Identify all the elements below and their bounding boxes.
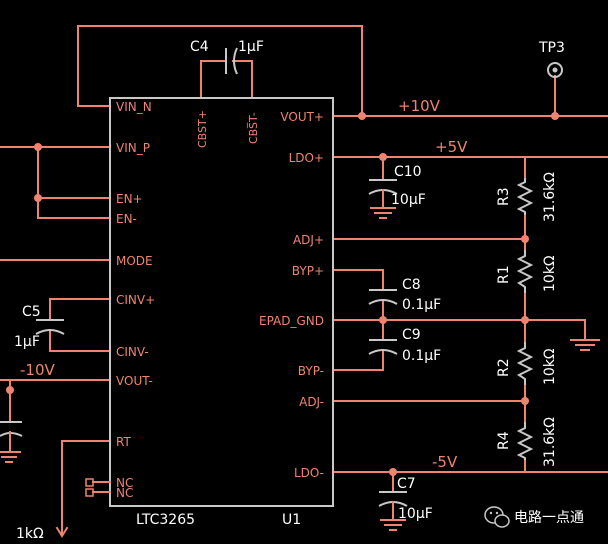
nc-markers [85, 478, 111, 497]
resistor-r3-symbol [516, 178, 534, 215]
tp3-ref: TP3 [538, 40, 565, 56]
c8-ref: C8 [402, 277, 421, 293]
c10-value: 10µF [391, 192, 426, 208]
pin-byp-n: BYP- [298, 364, 324, 378]
pin-nc-1: NC [116, 476, 133, 490]
capacitor-c10-symbol [368, 179, 398, 219]
pin-rt: RT [116, 435, 131, 449]
pin-adj-p: ADJ+ [293, 233, 324, 247]
wechat-icon [484, 506, 510, 528]
net-n10v: -10V [20, 361, 55, 379]
r1-ref: R1 [496, 265, 512, 284]
pin-cinv-p: CINV+ [116, 293, 155, 307]
capacitor-c8-symbol [368, 289, 398, 305]
pin-byp-p: BYP+ [292, 264, 324, 278]
c4-value: 1µF [238, 39, 264, 55]
junction-dots [6, 112, 559, 476]
pin-ldo-n: LDO- [294, 466, 324, 480]
net-p10v: +10V [398, 97, 441, 115]
ground-symbol [570, 339, 600, 351]
capacitor-c9-symbol [368, 339, 398, 355]
pin-vin-n: VIN_N [116, 100, 152, 114]
pin-adj-n: ADJ- [299, 395, 324, 409]
c9-value: 0.1µF [402, 348, 441, 364]
c10-ref: C10 [394, 164, 422, 180]
c4-ref: C4 [190, 39, 209, 55]
pin-cbst-n: CBS̅T- [247, 112, 260, 144]
capacitor-partial-symbol [0, 421, 23, 463]
pin-cbst-p: CBST+ [196, 110, 209, 148]
c5-value: 1µF [14, 334, 40, 350]
pin-ldo-p: LDO+ [289, 151, 324, 165]
capacitor-c5-symbol [35, 319, 65, 335]
c7-ref: C7 [397, 476, 416, 492]
r3-value: 31.6kΩ [542, 172, 558, 222]
tp3-symbol [547, 62, 563, 78]
pin-nc-2: NC [116, 486, 133, 500]
r4-ref: R4 [496, 431, 512, 450]
chip-name: LTC3265 [136, 512, 195, 528]
pin-en-p: EN+ [116, 192, 143, 206]
capacitor-c7-symbol [378, 491, 408, 531]
capacitor-c4-symbol [225, 47, 238, 75]
chip-ref: U1 [282, 512, 301, 528]
r4-value: 31.6kΩ [542, 417, 558, 467]
pin-mode: MODE [116, 254, 153, 268]
r2-value: 10kΩ [542, 348, 558, 385]
c7-value: 10µF [398, 506, 433, 522]
c8-value: 0.1µF [402, 297, 441, 313]
resistor-r2-symbol [516, 342, 534, 385]
watermark-text: 电路一点通 [514, 510, 584, 526]
c5-ref: C5 [22, 304, 41, 320]
ic-body [109, 97, 334, 507]
net-n5v: -5V [432, 453, 458, 471]
rt-arrow [55, 526, 69, 538]
rt-resistor-value: 1kΩ [16, 526, 44, 542]
pin-vout-n: VOUT- [116, 374, 153, 388]
pin-en-n: EN- [116, 212, 137, 226]
r1-value: 10kΩ [542, 255, 558, 292]
pin-vin-p: VIN_P [116, 141, 150, 155]
pin-cinv-n: CINV- [116, 345, 149, 359]
r2-ref: R2 [496, 358, 512, 377]
c9-ref: C9 [402, 327, 421, 343]
pin-epad-gnd: EPAD_GND [259, 314, 324, 328]
net-p5v: +5V [435, 138, 468, 156]
pin-vout-p: VOUT+ [280, 110, 324, 124]
r3-ref: R3 [496, 187, 512, 206]
resistor-r4-symbol [516, 422, 534, 460]
resistor-r1-symbol [516, 250, 534, 293]
